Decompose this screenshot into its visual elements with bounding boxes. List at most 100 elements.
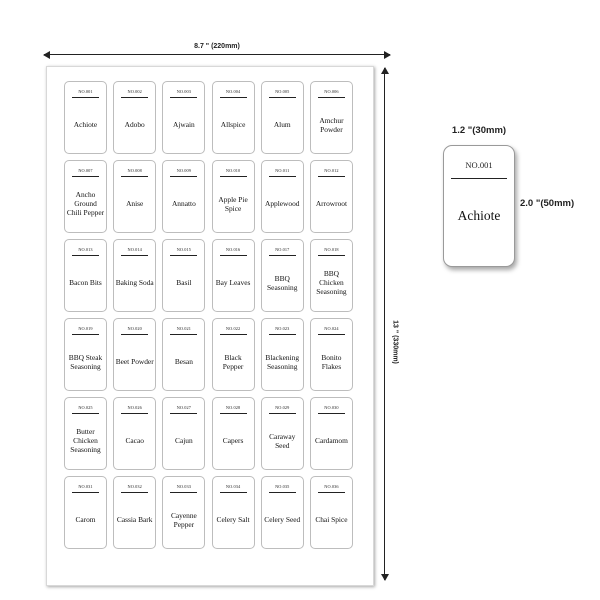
spice-label-name: Chai Spice [315, 515, 348, 524]
spice-label-rule [268, 255, 296, 256]
spice-label-rule [121, 413, 149, 414]
spice-label-name: Caraway Seed [269, 431, 296, 450]
sample-label-rule [451, 178, 507, 179]
spice-label-name: Adobo [124, 120, 145, 129]
spice-label-rule [219, 176, 247, 177]
spice-label-number: NO.033 [176, 484, 192, 489]
spice-label-rule [219, 413, 247, 414]
sheet-width-dimension-arrow [43, 51, 391, 59]
spice-label-rule [121, 492, 149, 493]
spice-label-number: NO.030 [324, 405, 339, 410]
spice-label-rule [219, 334, 247, 335]
spice-label-number: NO.016 [225, 247, 241, 252]
spice-label-name: Bonito Flakes [321, 352, 342, 371]
spice-label-name: Ancho Ground Chili Pepper [66, 190, 105, 217]
sample-label: NO.001 Achiote [443, 145, 515, 267]
spice-label-rule [72, 413, 99, 414]
spice-label-name: Bacon Bits [69, 278, 102, 287]
spice-label-rule [268, 97, 296, 98]
spice-label-rule [317, 255, 345, 256]
spice-label-number: NO.012 [324, 168, 339, 173]
spice-label-name: Apple Pie Spice [218, 194, 248, 213]
spice-label-rule [121, 97, 149, 98]
spice-label-rule [219, 97, 247, 98]
spice-label-number: NO.004 [225, 89, 241, 94]
spice-label-name: BBQ Seasoning [267, 273, 298, 292]
sheet-height-text: 13 " (330mm) [391, 320, 399, 364]
spice-label-rule [170, 176, 198, 177]
spice-label-number: NO.007 [78, 168, 93, 173]
sheet-height-label: 13 " (330mm) [389, 312, 401, 372]
spice-label-name: Alum [273, 120, 291, 129]
spice-label-number: NO.036 [324, 484, 339, 489]
spice-label-name: Celery Salt [216, 515, 250, 524]
spice-label-number: NO.035 [275, 484, 290, 489]
spice-label-name: Cajun [175, 436, 193, 445]
spice-label-name: Bay Leaves [215, 278, 251, 287]
spice-label-number: NO.028 [225, 405, 241, 410]
sheet-width-text: 8.7 " (220mm) [190, 43, 244, 50]
spice-label-number: NO.034 [225, 484, 241, 489]
spice-label-number: NO.022 [225, 326, 241, 331]
spice-label-name: Annatto [171, 199, 196, 208]
spice-label-name: BBQ Chicken Seasoning [316, 269, 347, 296]
spice-label-rule [268, 334, 296, 335]
spice-label-rule [72, 492, 99, 493]
spice-label-rule [317, 176, 345, 177]
spice-label-name: Basil [176, 278, 192, 287]
spice-label-name: Arrowroot [315, 199, 348, 208]
spice-label-name: Anise [126, 199, 144, 208]
spice-label-number: NO.010 [225, 168, 241, 173]
spice-label-number: NO.015 [176, 247, 192, 252]
spice-label-name: Celery Seed [264, 515, 301, 524]
spice-label-name: Carom [75, 515, 96, 524]
spice-label-name: Black Pepper [222, 352, 244, 371]
spice-label-number: NO.011 [275, 168, 290, 173]
spice-label-name: Besan [174, 357, 193, 366]
label-height-dimension: 2.0 "(50mm) [520, 198, 575, 209]
spice-label-name: BBQ Steak Seasoning [68, 352, 103, 371]
spice-label-name: Cassia Bark [116, 515, 153, 524]
spice-label-number: NO.014 [127, 247, 142, 252]
spice-label-rule [72, 255, 99, 256]
spice-label-rule [170, 413, 198, 414]
spice-label-name: Allspice [220, 120, 246, 129]
spice-label-rule [72, 176, 99, 177]
spice-label-rule [170, 334, 198, 335]
spice-label-name: Capers [222, 436, 244, 445]
sample-label-number: NO.001 [465, 160, 493, 170]
spice-label-number: NO.021 [176, 326, 192, 331]
spice-label-name: Applewood [265, 199, 300, 208]
spice-label-number: NO.001 [78, 89, 93, 94]
spice-label-number: NO.019 [78, 326, 93, 331]
spice-label-rule [72, 334, 99, 335]
spice-label-name: Cayenne Pepper [170, 510, 197, 529]
spice-label-number: NO.013 [78, 247, 93, 252]
spice-label-rule [268, 176, 296, 177]
spice-label-rule [121, 334, 149, 335]
spice-label-number: NO.017 [275, 247, 290, 252]
